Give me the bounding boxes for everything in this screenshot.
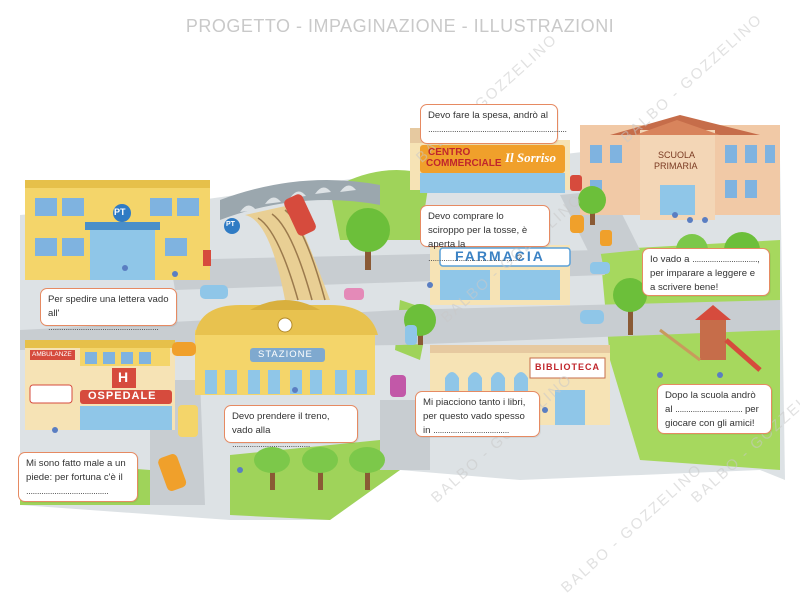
mall-sign-name: Il Sorriso [505,150,556,165]
station-sign: STAZIONE [258,349,313,360]
fill-blank-park[interactable]: ............................... [675,403,743,415]
pharmacy-sign: FARMACIA [455,248,545,264]
bubble-post-office: Per spedire una lettera vado all' ......… [40,288,177,333]
bubble-mall: Devo fare la spesa, andrò al ...........… [420,104,567,144]
mall-sign-line1: CENTRO [428,147,471,158]
post-office-round-sign: PT [226,221,235,228]
fill-blank-station[interactable]: .................................... [232,438,310,450]
mall-sign-line2: COMMERCIALE [426,158,502,169]
fill-blank-post[interactable]: ........................................… [48,321,159,333]
post-office-sign: PT [114,207,126,217]
bubble-school-text1: Io vado a [650,254,690,265]
bubble-school: Io vado a ..............................… [642,248,770,296]
bubble-library-text: Mi piacciono tanto i libri, per questo v… [423,397,526,436]
bubble-pharmacy: Devo comprare lo sciroppo per la tosse, … [420,205,550,264]
bubble-hospital-text: Mi sono fatto male a un piede: per fortu… [26,458,126,483]
bubble-mall-text: Devo fare la spesa, andrò al [428,110,548,121]
hospital-letter: H [118,369,129,385]
bubble-park: Dopo la scuola andrò al ................… [657,384,772,434]
fill-blank-mall[interactable]: ........................................… [428,123,567,135]
bubble-park-text2: per giocare con gli amici! [665,403,759,429]
bubble-station-text: Devo prendere il treno, vado alla [232,411,330,436]
bubble-pharmacy-text: Devo comprare lo sciroppo per la tosse, … [428,211,528,250]
fill-blank-school[interactable]: .............................., [692,254,760,265]
bubble-hospital: Mi sono fatto male a un piede: per fortu… [18,452,138,502]
bubble-library: Mi piacciono tanto i libri, per questo v… [415,391,540,437]
school-sign-line2: PRIMARIA [654,161,698,171]
library-sign: BIBLIOTECA [535,362,600,372]
bubble-post-text: Per spedire una lettera vado all' [48,294,169,319]
fill-blank-hospital[interactable]: ...................................... [26,485,109,497]
hospital-sign: OSPEDALE [88,390,157,402]
bubble-station: Devo prendere il treno, vado alla ......… [224,405,358,450]
page-header: PROGETTO - IMPAGINAZIONE - ILLUSTRAZIONI [185,16,615,36]
fill-blank-pharmacy[interactable]: ........................................… [428,252,522,264]
bubble-park-text1: Dopo la scuola andrò al [665,390,756,415]
fill-blank-library[interactable]: ................................... [433,424,509,436]
ambulance-sign: AMBULANZE [32,351,72,358]
bubble-school-text2: per imparare a leggere e a scrivere bene… [650,267,756,293]
school-sign-line1: SCUOLA [658,150,696,160]
